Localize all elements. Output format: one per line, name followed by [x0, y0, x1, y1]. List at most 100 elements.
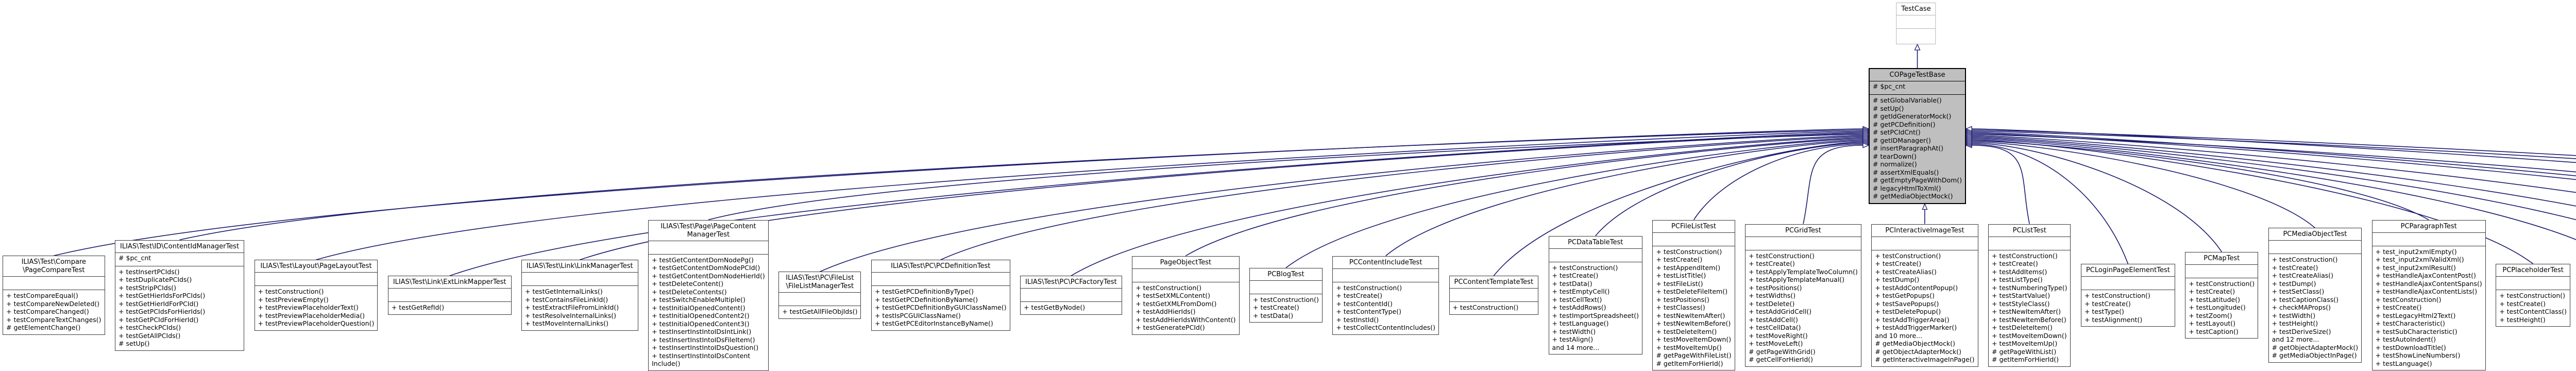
class-node-pageobjecttest[interactable]: PageObjectTest+ testConstruction()+ test… [1132, 256, 1240, 335]
class-node-pcblogtest[interactable]: PCBlogTest+ testConstruction()+ testCrea… [1249, 267, 1323, 323]
method-item: + testMoveRight() [1749, 331, 1808, 340]
class-node-pcmediaobjecttest[interactable]: PCMediaObjectTest+ testConstruction()+ t… [2268, 228, 2362, 363]
method-item: + testDump() [1875, 276, 1920, 283]
class-attributes [2372, 232, 2485, 246]
inheritance-edge [1071, 137, 1863, 276]
method-item: + testInsertInstIntoIDsQuestion() [652, 344, 759, 351]
base-class-slot: COPageTestBase# $pc_cnt# setGlobalVariab… [1869, 68, 1967, 204]
inheritance-edge [1972, 144, 2129, 264]
method-item: + testCreate() [1656, 256, 1703, 264]
class-methods: + testConstruction()+ testCreate()+ test… [1549, 261, 1642, 355]
method-item: + testAddContentPopup() [1875, 283, 1958, 292]
method-item: + testGetPCDefinitionByName() [874, 295, 978, 303]
inheritance-edge [449, 131, 1863, 277]
method-item: + testFileList() [1656, 279, 1703, 288]
class-node-pcinteractiveimagetest[interactable]: PCInteractiveImageTest+ testConstruction… [1871, 224, 1978, 367]
class-node-ilias-test-layout-pagelayouttest[interactable]: ILIAS\Test\Layout\PageLayoutTest + testCo… [254, 260, 378, 331]
class-node-pclisttest[interactable]: PCListTest+ testConstruction()+ testCrea… [1988, 224, 2071, 367]
class-title: ILIAS\Test\Link\ExtLinkMapperTest [393, 278, 506, 286]
method-item: + testConstruction() [2499, 292, 2565, 299]
class-title: PCMapTest [2204, 254, 2240, 262]
method-item: + testLayout() [2189, 319, 2236, 328]
method-item: # getMediaObjectMock() [1873, 192, 1953, 200]
method-item: + testMoveItemUp() [1656, 343, 1722, 351]
method-item: + testDump() [2272, 279, 2316, 288]
inheritance-edge [1972, 133, 2576, 173]
method-item: + testSubCharacteristic() [2375, 327, 2458, 335]
method-item: + testCreateAlias() [1875, 267, 1937, 276]
inheritance-edge [1972, 142, 2222, 252]
class-node-ilias-test-id-contentidmanagertest[interactable]: ILIAS\Test\ID\ContentIdManagerTest# $pc_… [115, 240, 245, 351]
method-item: + testData() [1552, 279, 1592, 288]
inheritance-arrowhead [1862, 142, 1870, 148]
method-item: + testDeleteContent() [652, 280, 724, 288]
method-item: + testStartValue() [1992, 292, 2050, 299]
method-item: + testAddTriggerMarker() [1875, 324, 1957, 331]
method-item: + testGetPCEditorInstanceByName() [874, 319, 993, 328]
class-attributes [2185, 264, 2258, 278]
class-methods: + testConstruction()+ testCreate()+ test… [1250, 293, 1322, 323]
class-node-copagetestbase[interactable]: COPageTestBase# $pc_cnt# setGlobalVariab… [1869, 68, 1967, 204]
method-item: + testListType() [1992, 276, 2043, 283]
class-title: PCLoginPageElementTest [2086, 266, 2170, 274]
class-node-ilias-test-link-extlinkmappertest[interactable]: ILIAS\Test\Link\ExtLinkMapperTest+ testG… [387, 276, 512, 315]
method-item: + testZoom() [2189, 311, 2232, 319]
class-node-pcgridtest[interactable]: PCGridTest+ testConstruction()+ testCrea… [1745, 224, 1861, 367]
method-item: + testPositions() [1749, 283, 1802, 292]
class-title: ILIAS\Test\Layout\PageLayoutTest [260, 262, 372, 271]
class-node-ilias-test-pc-pcdefinitiontest[interactable]: ILIAS\Test\PC\PCDefinitionTest+ testGetP… [871, 260, 1010, 331]
method-item: + testConstruction() [2272, 256, 2338, 264]
inheritance-edge [179, 129, 1863, 241]
class-attributes [3, 276, 105, 290]
method-item: + testCompareEqual() [6, 292, 78, 300]
method-item: + testLanguage() [2375, 359, 2432, 367]
method-item: + testInsertInstIntoIDsIntLink() [652, 328, 752, 335]
method-item: + testCreate() [1749, 260, 1795, 267]
method-item: + testCreate() [2084, 299, 2131, 308]
class-node-pccontentincludetest[interactable]: PCContentIncludeTest+ testConstruction()… [1332, 256, 1439, 335]
class-node-pcplaceholdertest[interactable]: PCPlaceholderTest+ testConstruction()+ t… [2496, 264, 2571, 327]
attribute-item: # $pc_cnt [118, 254, 151, 262]
method-item: + testCompareTextChanges() [6, 315, 101, 324]
class-node-ilias-test-pc-filelist-filelistmanagertest[interactable]: ILIAS\Test\PC\FileList \FileListManagerT… [778, 272, 861, 319]
method-item: + testConstruction() [258, 288, 324, 296]
class-node-pcmaptest[interactable]: PCMapTest+ testConstruction()+ testCreat… [2185, 251, 2259, 339]
method-item: + testConstruction() [1336, 283, 1402, 292]
class-methods: + testConstruction()+ testCreate()+ test… [1653, 245, 1735, 370]
method-item: + checkMAProps() [2272, 303, 2331, 312]
method-item: + testSetClass() [2272, 288, 2325, 296]
class-node-testcase[interactable]: TestCase [1896, 3, 1936, 44]
method-item: + testGetPCIdsForHierIds() [118, 308, 206, 315]
class-attributes [1333, 268, 1439, 282]
class-node-ilias-test-page-pagecontentmanagertest[interactable]: ILIAS\Test\Page\PageContent ManagerTest +… [648, 220, 769, 371]
class-attributes [1653, 232, 1735, 246]
class-attributes [871, 272, 1010, 285]
class-methods: + testConstruction() [1449, 301, 1538, 314]
method-item: + testCharacteristic() [2375, 319, 2445, 328]
class-node-ilias-test-pc-pcfactorytest[interactable]: ILIAS\Test\PC\PCFactoryTest+ testGetByNo… [1020, 276, 1122, 315]
method-item: and 12 more... [2272, 335, 2319, 344]
class-title: ILIAS\Test\Page\PageContent ManagerTest [660, 222, 756, 239]
class-node-ilias-test-link-linkmanagertest[interactable]: ILIAS\Test\Link\LinkManagerTest+ testGet… [521, 260, 638, 331]
method-item: # getPCDefinition() [1873, 120, 1936, 128]
class-node-ilias-test-compare-pagecomparetest[interactable]: ILIAS\Test\Compare \PageCompareTest+ tes… [3, 256, 105, 335]
inheritance-edge [1972, 130, 2576, 159]
class-attributes [2081, 276, 2175, 290]
root-class-slot: TestCase [1896, 3, 1936, 44]
class-title: PCParagraphTest [2400, 222, 2457, 230]
method-item: + testDeriveSize() [2272, 327, 2331, 335]
method-item: + testGetPCIdForHierId() [118, 315, 199, 324]
class-node-pccontenttemplatetest[interactable]: PCContentTemplateTest+ testConstruction(… [1449, 276, 1539, 315]
class-methods: + testGetContentDomNodePg()+ testGetCont… [649, 254, 768, 370]
class-node-pcparagraphtest[interactable]: PCParagraphTest+ test_input2xmlEmpty()+ … [2371, 220, 2486, 371]
class-node-pcloginpageelementtest[interactable]: PCLoginPageElementTest+ testConstruction… [2080, 264, 2175, 327]
inheritance-edge [1972, 136, 2576, 207]
inheritance-edge [1972, 135, 2576, 193]
class-node-pcdatatabletest[interactable]: PCDataTableTest+ testConstruction()+ tes… [1548, 235, 1642, 355]
method-item: + testGetPCDefinitionByGUIClassName() [874, 303, 1007, 312]
class-node-pcfilelisttest[interactable]: PCFileListTest+ testConstruction()+ test… [1652, 220, 1735, 371]
inheritance-edge [1972, 132, 2576, 180]
method-item: + testHandleAjaxContentLists() [2375, 288, 2478, 296]
method-item: + testConstruction() [2375, 295, 2442, 303]
